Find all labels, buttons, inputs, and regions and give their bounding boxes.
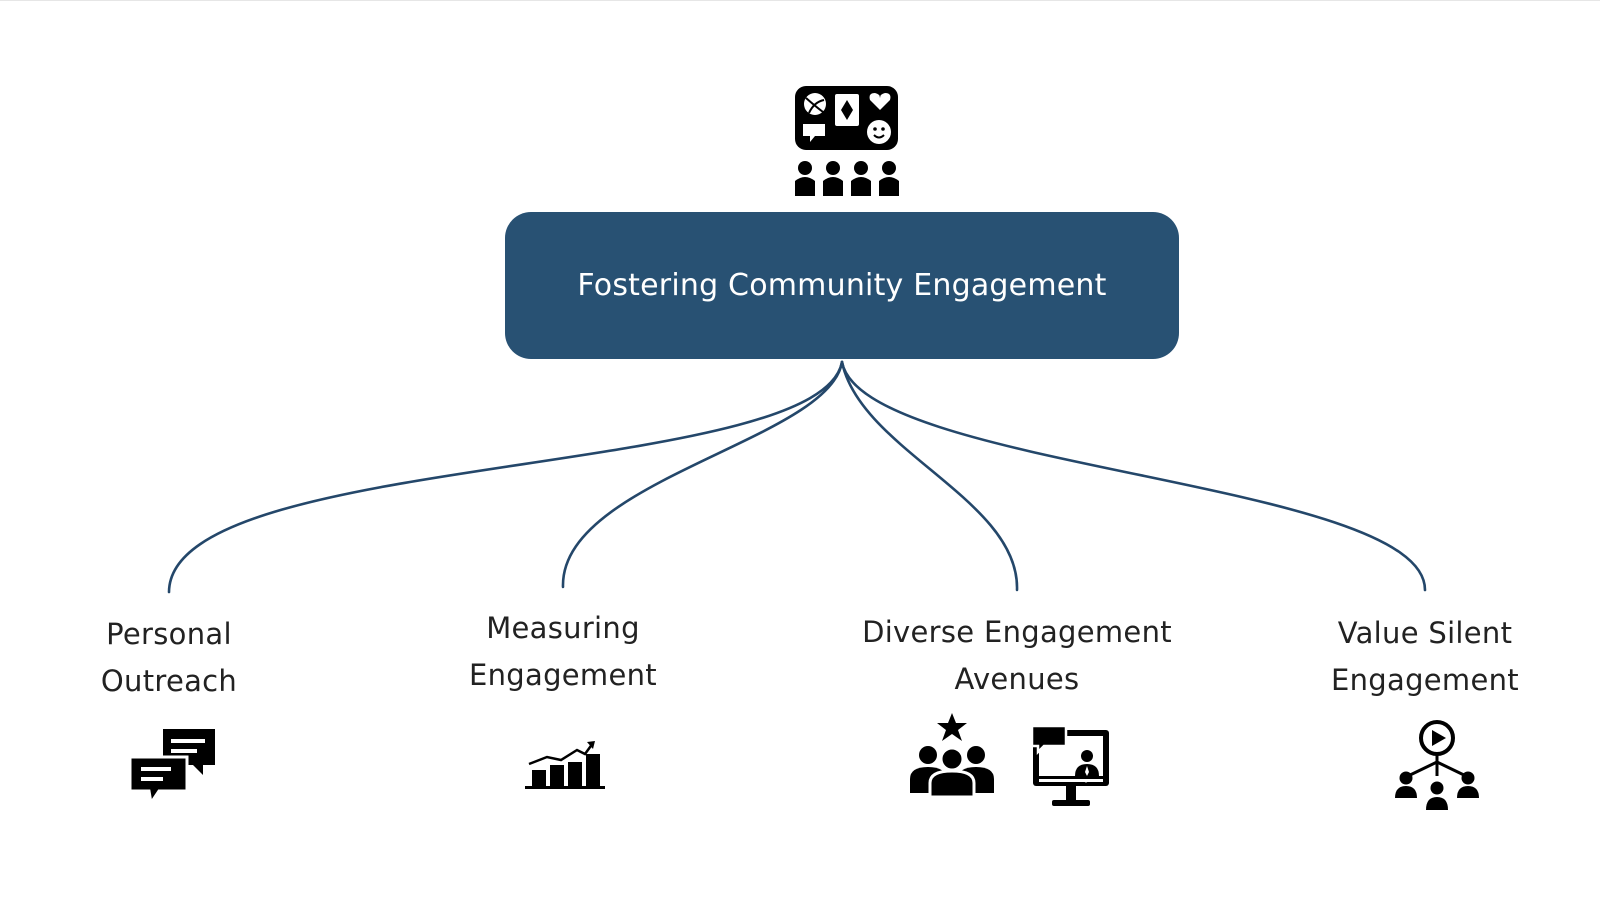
growth-chart-icon (525, 741, 605, 789)
branch-diverse-avenues: Diverse Engagement Avenues (857, 609, 1177, 703)
branch-personal-outreach: Personal Outreach (69, 611, 269, 705)
branch-label-line2: Avenues (954, 662, 1080, 696)
branch-label-line1: Diverse Engagement (862, 615, 1172, 649)
chat-bubbles-icon (129, 729, 215, 807)
connector-personal-outreach (167, 360, 844, 594)
branch-label-line1: Personal (106, 617, 232, 651)
branch-label-line2: Engagement (1331, 663, 1519, 697)
connector-measuring-engagement (561, 360, 844, 589)
branch-label-line1: Measuring (486, 611, 640, 645)
branch-value-silent: Value Silent Engagement (1305, 610, 1545, 704)
star-group-icon (910, 713, 994, 797)
branch-label-line1: Value Silent (1337, 616, 1513, 650)
top-border (0, 0, 1600, 1)
network-play-icon (1395, 720, 1479, 810)
connector-diverse-avenues (840, 360, 1019, 592)
root-title: Fostering Community Engagement (577, 268, 1107, 303)
root-node: Fostering Community Engagement (505, 212, 1179, 359)
branch-label-line2: Engagement (469, 658, 657, 692)
video-call-monitor-icon (1030, 724, 1109, 806)
connector-value-silent (840, 360, 1427, 592)
branch-measuring-engagement: Measuring Engagement (443, 605, 683, 699)
community-board-icon (795, 86, 899, 196)
branch-label-line2: Outreach (100, 664, 238, 698)
